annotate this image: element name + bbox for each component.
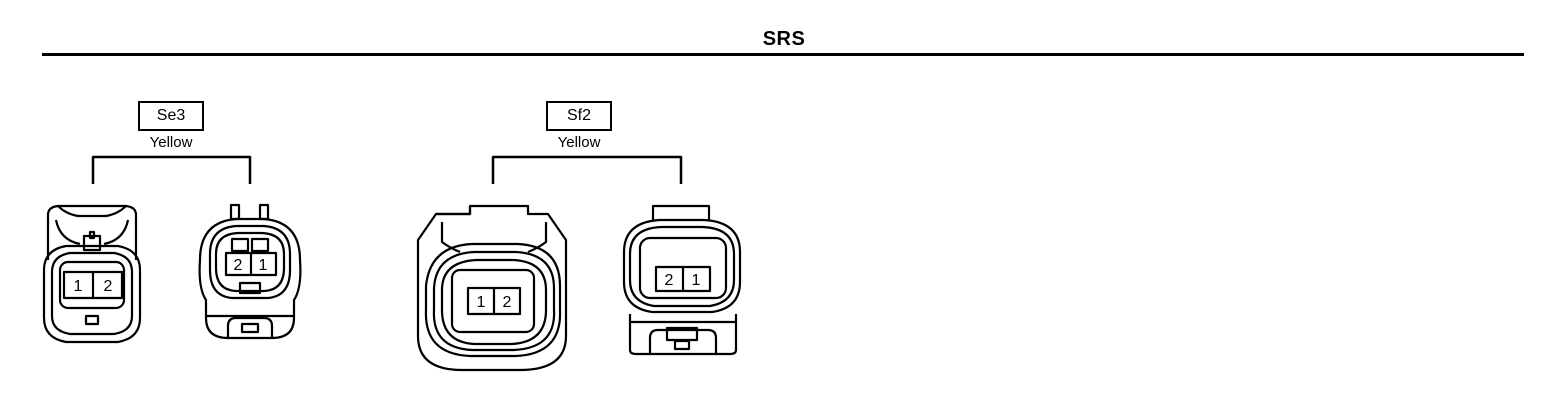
bracket-sf2 bbox=[491, 155, 683, 184]
bracket-se3 bbox=[91, 155, 252, 184]
section-title: SRS bbox=[762, 28, 806, 50]
connector-color-sf2: Yellow bbox=[557, 134, 601, 151]
pin-label: 1 bbox=[259, 257, 268, 274]
connector-sf2-female bbox=[416, 204, 568, 372]
pin-label: 2 bbox=[665, 272, 674, 289]
connector-sf2-male bbox=[622, 204, 742, 356]
pin-label: 1 bbox=[477, 294, 486, 311]
pin-label: 1 bbox=[74, 278, 83, 295]
pin-label: 1 bbox=[692, 272, 701, 289]
pin-label: 2 bbox=[104, 278, 113, 295]
pin-label: 2 bbox=[503, 294, 512, 311]
pin-label: 2 bbox=[234, 257, 243, 274]
connector-se3-female bbox=[42, 204, 142, 344]
title-divider bbox=[42, 53, 1524, 56]
connector-code-se3: Se3 bbox=[138, 101, 204, 131]
connector-color-se3: Yellow bbox=[149, 134, 193, 151]
connector-code-sf2: Sf2 bbox=[546, 101, 612, 131]
connector-se3-male bbox=[198, 203, 302, 340]
